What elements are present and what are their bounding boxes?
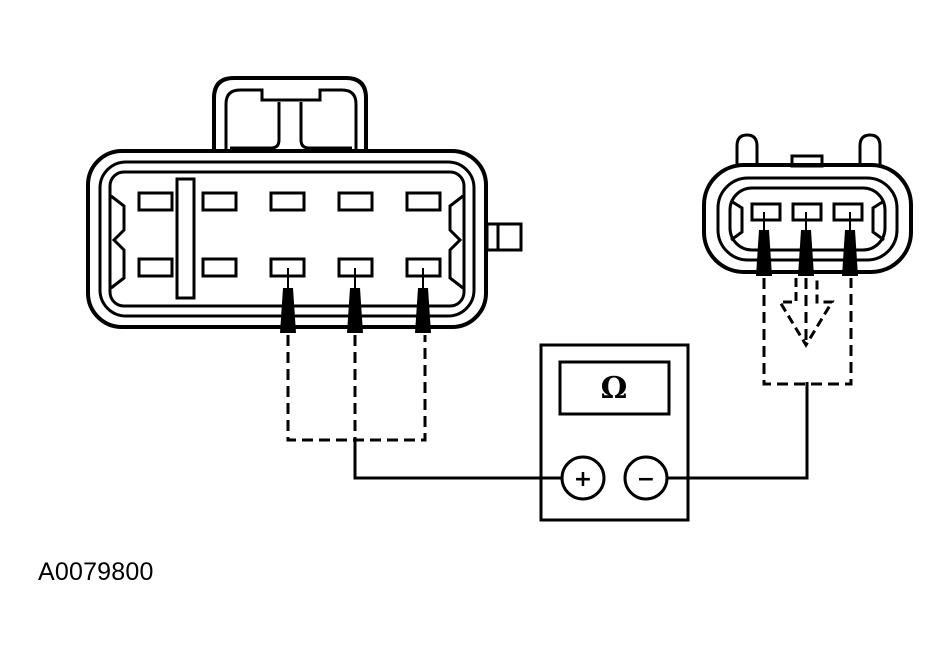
connector-latch [212,76,368,152]
positive-lead-wire [353,440,562,480]
small-probe-3 [842,212,858,276]
ohmmeter-body [539,343,690,522]
positive-terminal-label: + [574,467,592,492]
small-probe-2 [798,212,814,276]
large-connector-probes [280,268,431,333]
negative-terminal-label: − [637,467,655,492]
large-connector [86,76,523,329]
merge-arrow-icon [777,278,835,348]
small-probe-1 [756,212,772,276]
polarizing-key [175,177,196,300]
figure-reference-id: A0079800 [38,558,154,586]
probe-pin-2 [347,268,363,333]
large-connector-test-leads [286,335,427,442]
pin-cavities-top-row [137,191,442,212]
pin-cavities-bottom-row [137,257,442,278]
probe-pin-1 [280,268,296,333]
ohm-symbol: Ω [601,371,628,406]
ohmmeter-display [558,360,671,416]
small-connector-probes [756,212,858,276]
ohmmeter: Ω + − [539,343,690,522]
small-connector-test-leads [762,278,853,386]
negative-lead-wire [667,382,809,480]
connector-lock-nub [485,222,523,252]
positive-terminal [560,455,606,501]
small-connector-pin-cavities [750,202,864,222]
probe-pin-3 [415,268,431,333]
